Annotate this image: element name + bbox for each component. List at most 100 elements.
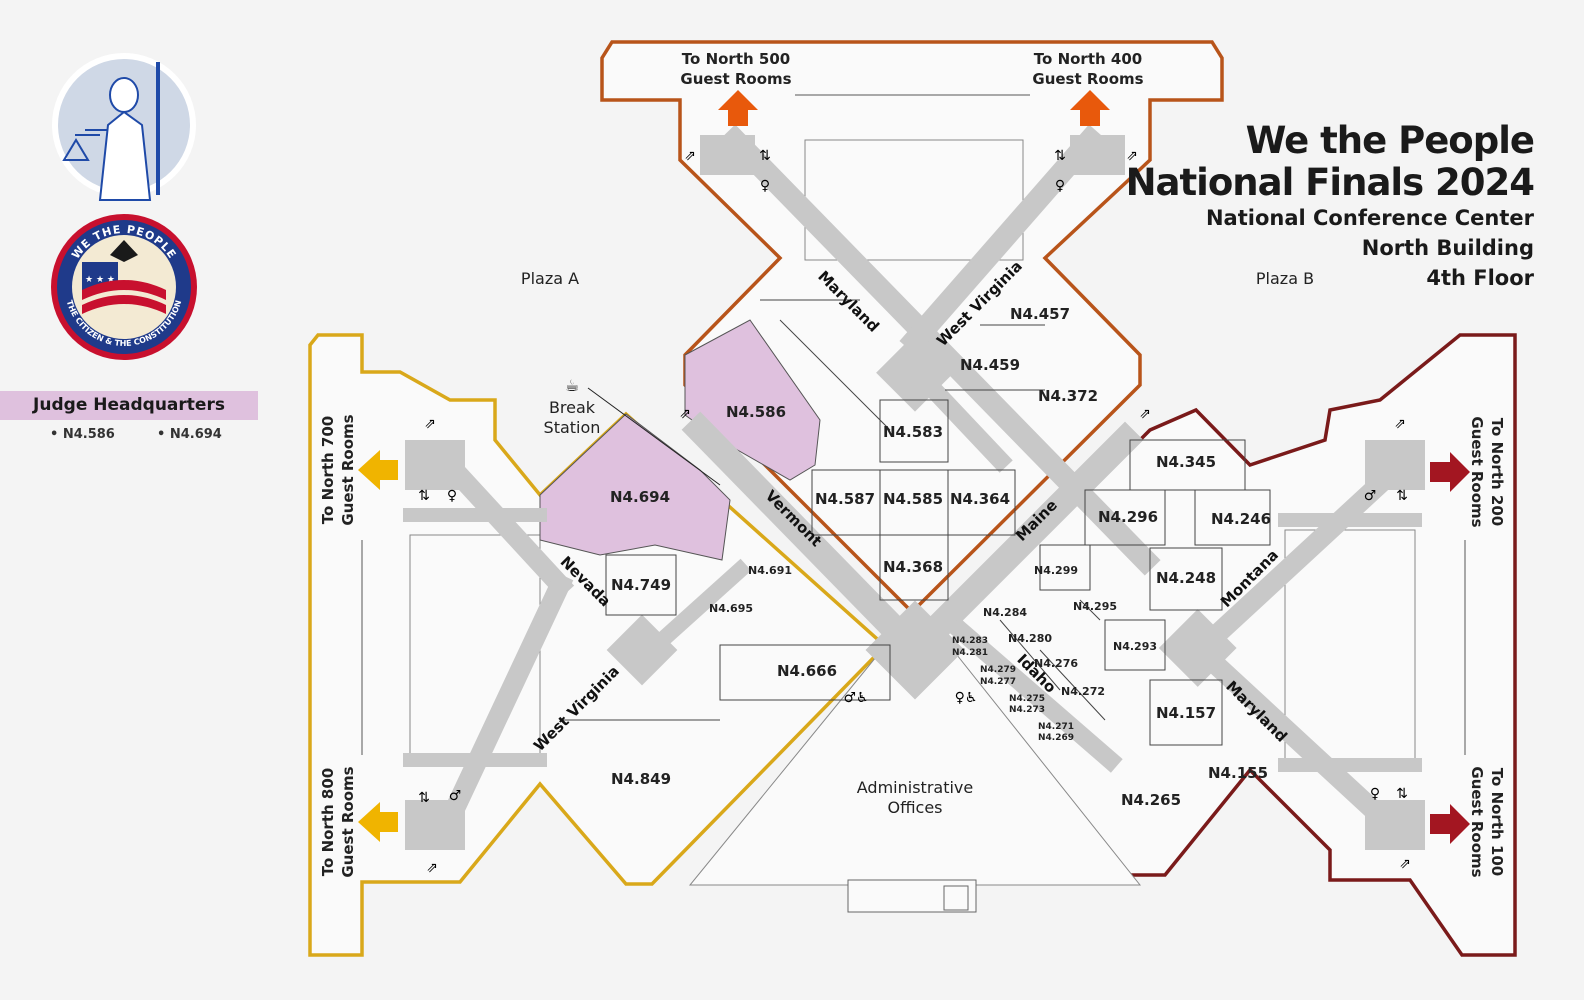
direction-north-500-2: Guest Rooms [680, 70, 791, 88]
room-label: N4.585 [883, 490, 943, 508]
break-station-pointer [587, 387, 721, 486]
room-label: N4.299 [1034, 564, 1078, 577]
room-walls [560, 299, 1271, 746]
venue-name: National Conference Center [1205, 206, 1534, 230]
room-label: N4.691 [748, 564, 792, 577]
room-label: N4.364 [950, 490, 1010, 508]
plaza-a-label: Plaza A [521, 269, 579, 288]
escalator-icon: ⇗ [424, 416, 436, 432]
direction-north-200: To North 200 [1488, 418, 1506, 526]
room-label: N4.293 [1113, 640, 1157, 653]
arrow-north-100 [1430, 804, 1470, 844]
direction-north-100: To North 100 [1488, 768, 1506, 876]
legend-item-n4694: • N4.694 [157, 427, 222, 442]
elevator-icon: ⇅ [1054, 148, 1066, 164]
we-the-people-seal: WE THE PEOPLE THE CITIZEN & THE CONSTITU… [51, 214, 197, 360]
room-label: N4.586 [726, 403, 786, 421]
room-label: N4.246 [1211, 510, 1271, 528]
lady-justice-logo [52, 53, 196, 201]
room-label: N4.273 [1009, 705, 1045, 715]
escalator-icon: ⇗ [426, 860, 438, 876]
event-title-line1: We the People [1245, 119, 1535, 162]
room-label: N4.283 [952, 636, 988, 646]
room-label: N4.276 [1034, 657, 1078, 670]
escalator-icon: ⇗ [1399, 856, 1411, 872]
judge-hq-legend: Judge Headquarters [0, 391, 258, 420]
room-label: N4.277 [980, 677, 1016, 687]
restroom-icon: ♀ [1055, 178, 1065, 194]
room-label: N4.271 [1038, 722, 1074, 732]
svg-text:★ ★ ★: ★ ★ ★ [85, 275, 115, 285]
room-label: N4.284 [983, 606, 1027, 619]
room-labels: N4.457 N4.459 N4.372 N4.586 N4.583 N4.69… [610, 305, 1271, 809]
room-label: N4.279 [980, 665, 1016, 675]
restroom-icon: ♀ [760, 178, 770, 194]
escalator-icon: ⇗ [1126, 148, 1138, 164]
loading-dock [847, 879, 977, 913]
floor-name: 4th Floor [1426, 266, 1534, 290]
escalator-icon: ⇗ [1139, 406, 1151, 422]
arrow-north-800 [358, 802, 398, 842]
elevator-icon: ⇅ [759, 148, 771, 164]
building-name: North Building [1361, 236, 1534, 260]
arrow-north-500 [718, 90, 758, 126]
escalator-icon: ⇗ [684, 148, 696, 164]
legend-heading: Judge Headquarters [33, 395, 225, 415]
restroom-icon: ♂♿ [843, 690, 868, 706]
room-label: N4.694 [610, 488, 670, 506]
break-station-cup-icon: ☕ [565, 376, 579, 395]
room-label: N4.583 [883, 423, 943, 441]
elevator-icon: ⇅ [1396, 488, 1408, 504]
room-label: N4.457 [1010, 305, 1070, 323]
admin-offices-label: Administrative [857, 778, 973, 797]
room-label: N4.587 [815, 490, 875, 508]
room-label: N4.296 [1098, 508, 1158, 526]
room-label: N4.749 [611, 576, 671, 594]
break-station-label-2: Station [544, 418, 601, 437]
room-label: N4.265 [1121, 791, 1181, 809]
plaza-b-label: Plaza B [1256, 269, 1314, 288]
direction-north-400: To North 400 [1034, 50, 1142, 68]
direction-north-800-2: Guest Rooms [339, 766, 357, 877]
direction-north-400-2: Guest Rooms [1032, 70, 1143, 88]
amenity-icons: ⇗ ⇅ ♀ ⇅ ♀ ⇗ ⇗ ♀ ⇅ ⇅ ♂ ⇗ ⇗ ♂ ⇅ ♀ ⇅ ⇗ ⇗ ⇗ … [418, 148, 1411, 876]
room-label: N4.248 [1156, 569, 1216, 587]
arrow-north-700 [358, 450, 398, 490]
direction-north-700-2: Guest Rooms [339, 414, 357, 525]
room-label: N4.269 [1038, 733, 1074, 743]
room-label: N4.368 [883, 558, 943, 576]
room-label: N4.372 [1038, 387, 1098, 405]
room-label: N4.459 [960, 356, 1020, 374]
restroom-icon: ♀♿ [955, 690, 978, 706]
arrow-north-400 [1070, 90, 1110, 126]
admin-offices-label-2: Offices [887, 798, 942, 817]
direction-north-500: To North 500 [682, 50, 790, 68]
restroom-icon: ♀ [447, 488, 457, 504]
room-label: N4.666 [777, 662, 837, 680]
escalator-icon: ⇗ [1394, 416, 1406, 432]
room-label: N4.157 [1156, 704, 1216, 722]
direction-north-100-2: Guest Rooms [1468, 766, 1486, 877]
room-label: N4.695 [709, 602, 753, 615]
restroom-icon: ♂ [449, 788, 462, 804]
elevator-icon: ⇅ [1396, 786, 1408, 802]
room-n4586-highlight [684, 319, 821, 481]
elevator-icon: ⇅ [418, 790, 430, 806]
room-label: N4.345 [1156, 453, 1216, 471]
room-label: N4.295 [1073, 600, 1117, 613]
arrow-north-200 [1430, 452, 1470, 492]
restroom-icon: ♀ [1370, 786, 1380, 802]
direction-north-700: To North 700 [319, 416, 337, 524]
room-label: N4.155 [1208, 764, 1268, 782]
room-label: N4.280 [1008, 632, 1052, 645]
room-label: N4.275 [1009, 694, 1045, 704]
room-n4694-highlight [539, 413, 731, 561]
direction-north-200-2: Guest Rooms [1468, 416, 1486, 527]
room-label: N4.281 [952, 648, 988, 658]
legend-item-n4586: • N4.586 [50, 427, 115, 442]
direction-north-800: To North 800 [319, 768, 337, 876]
break-station-label: Break [549, 398, 596, 417]
room-label: N4.849 [611, 770, 671, 788]
room-label: N4.272 [1061, 685, 1105, 698]
